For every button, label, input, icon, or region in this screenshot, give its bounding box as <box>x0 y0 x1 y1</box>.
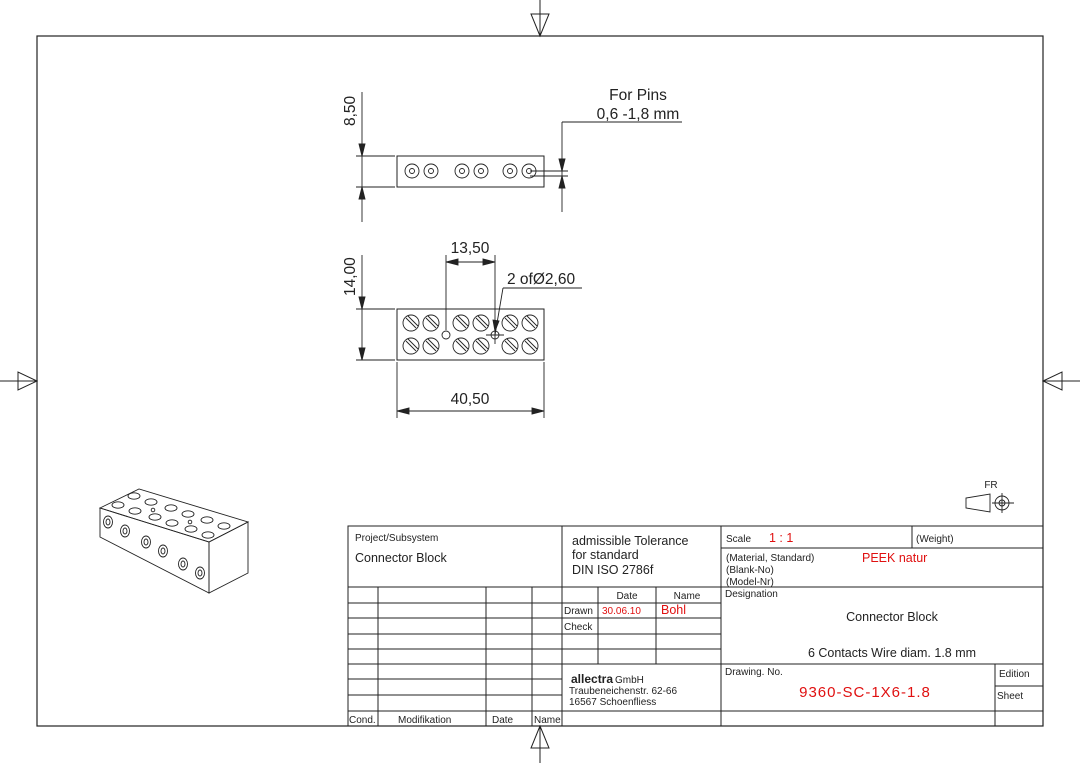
drawing-no-value: 9360-SC-1X6-1.8 <box>799 684 931 701</box>
name-header: Name <box>674 591 701 602</box>
project-value: Connector Block <box>355 551 447 565</box>
tolerance-line1: admissible Tolerance <box>572 534 689 548</box>
company-logo: allectra <box>571 672 613 686</box>
sheet-label: Sheet <box>997 691 1023 702</box>
rev-name-header: Name <box>534 715 561 726</box>
material-value: PEEK natur <box>862 551 927 565</box>
rev-mod-header: Modifikation <box>398 715 451 726</box>
drawn-date: 30.06.10 <box>602 606 641 617</box>
designation-sub: 6 Contacts Wire diam. 1.8 mm <box>808 646 976 660</box>
tolerance-line3: DIN ISO 2786f <box>572 563 654 577</box>
top-view: 8,50 For Pins 0,6 -1,8 mm <box>342 87 682 222</box>
tolerance-line2: for standard <box>572 548 639 562</box>
scale-value: 1 : 1 <box>769 531 793 545</box>
model-label: (Model-Nr) <box>726 577 774 588</box>
designation-label: Designation <box>725 589 778 600</box>
for-pins-title: For Pins <box>609 87 667 104</box>
designation-value: Connector Block <box>846 610 938 624</box>
dim-spacing: 13,50 <box>451 240 490 257</box>
company-street: Traubeneichenstr. 62-66 <box>569 686 677 697</box>
rev-date-header: Date <box>492 715 514 726</box>
material-label: (Material, Standard) <box>726 553 814 564</box>
weight-label: (Weight) <box>916 534 954 545</box>
dim-width: 40,50 <box>451 391 490 408</box>
title-block-text: Project/Subsystem Connector Block admiss… <box>349 531 1030 726</box>
isometric-view <box>98 488 250 594</box>
front-view: 13,50 2 ofØ2,60 14,00 40,50 <box>342 240 582 418</box>
for-pins-range: 0,6 -1,8 mm <box>597 106 680 123</box>
drawing-no-label: Drawing. No. <box>725 667 783 678</box>
blank-label: (Blank-No) <box>726 565 774 576</box>
projection-label: FR <box>984 480 997 491</box>
check-label: Check <box>564 622 593 633</box>
scale-label: Scale <box>726 534 751 545</box>
dim-holes: 2 ofØ2,60 <box>507 271 575 288</box>
dim-front-height: 14,00 <box>342 257 359 296</box>
edition-label: Edition <box>999 669 1030 680</box>
drawn-name: Bohl <box>661 603 686 617</box>
project-label: Project/Subsystem <box>355 533 438 544</box>
projection-symbol-icon <box>965 493 1014 513</box>
company-suffix: GmbH <box>615 675 644 686</box>
company-city: 16567 Schoenfliess <box>569 697 656 708</box>
dim-top-height: 8,50 <box>342 95 359 126</box>
rev-cond-header: Cond. <box>349 715 376 726</box>
title-block <box>347 525 1044 727</box>
date-header: Date <box>616 591 638 602</box>
drawn-label: Drawn <box>564 606 593 617</box>
